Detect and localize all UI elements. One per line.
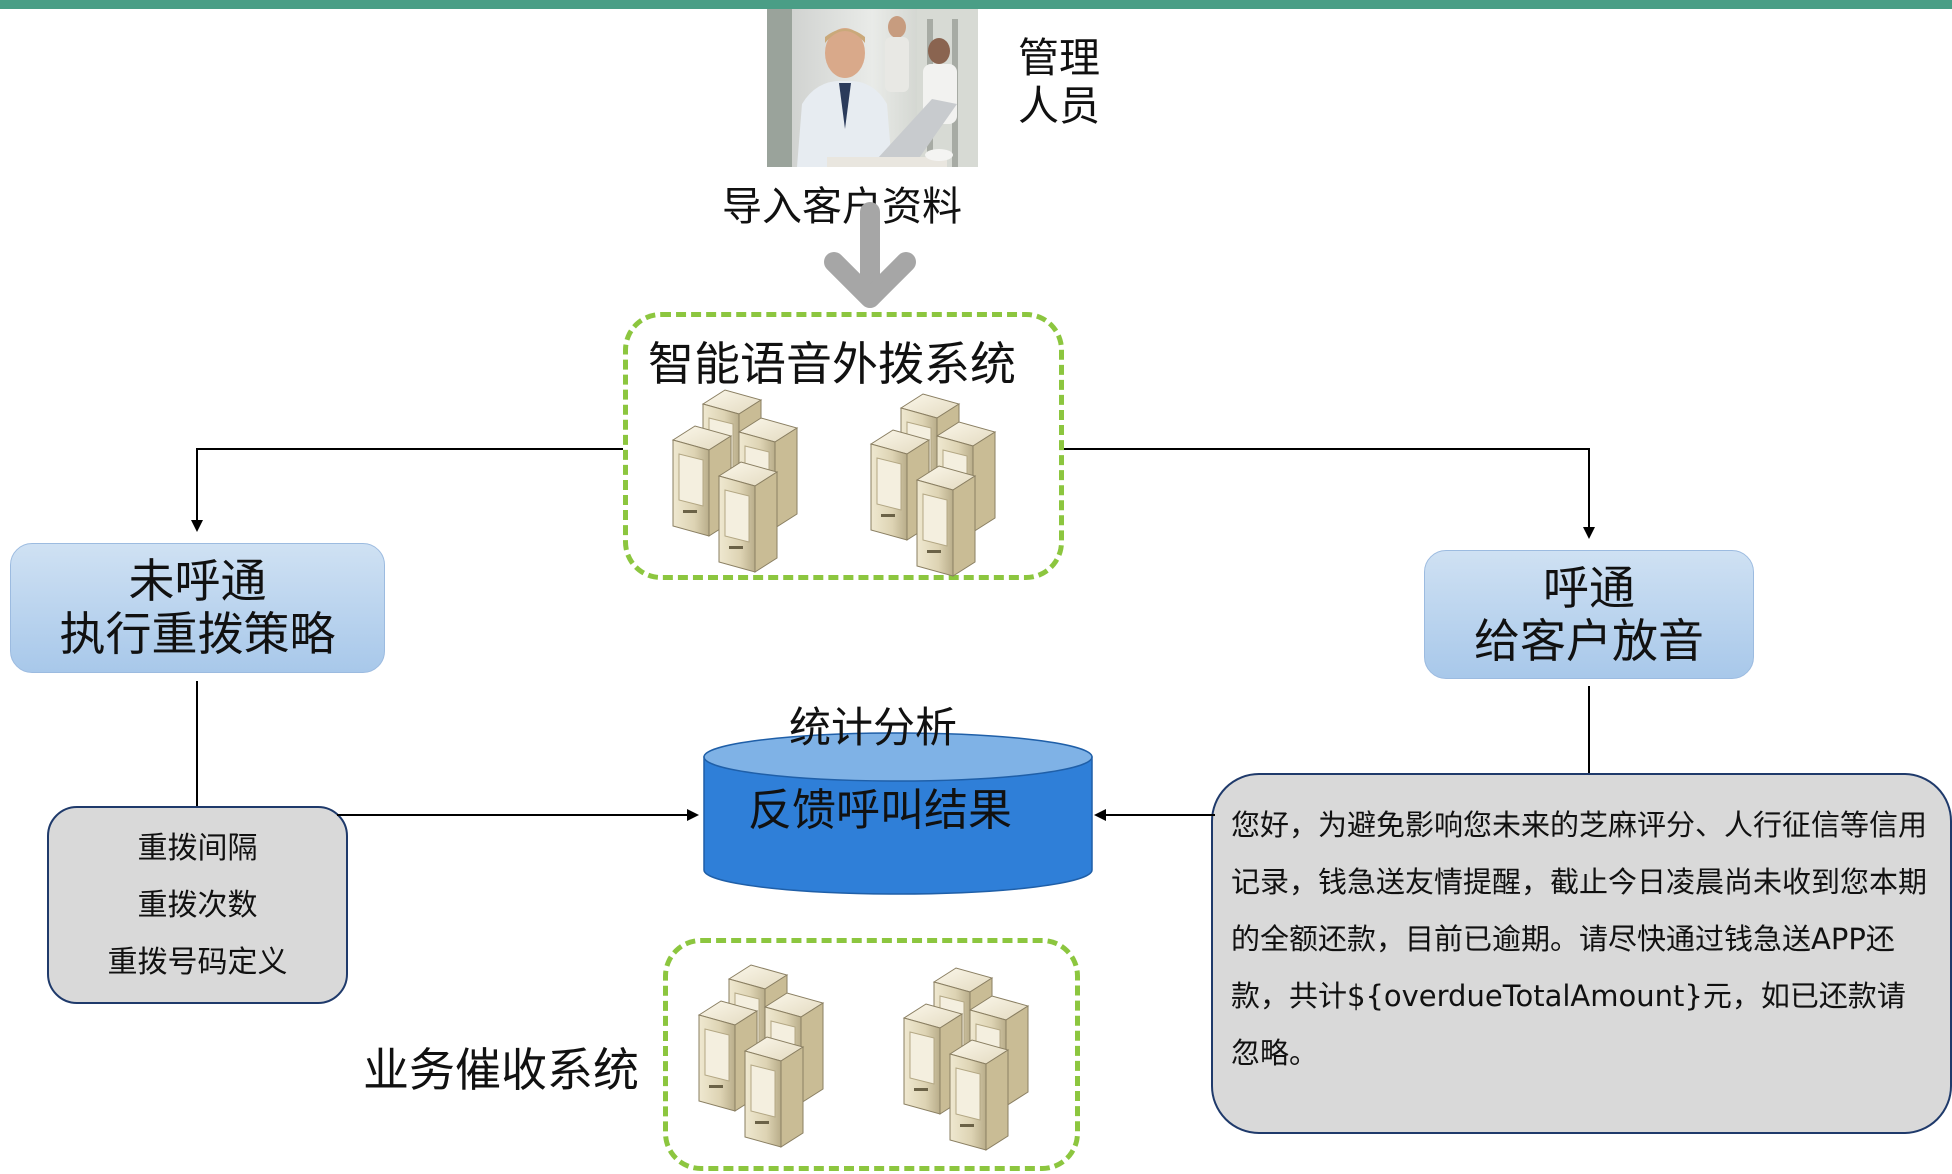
manager-photo xyxy=(767,9,978,167)
collection-system-box xyxy=(663,938,1080,1171)
top-accent-bar xyxy=(0,0,1952,9)
database-text: 反馈呼叫结果 xyxy=(748,785,1012,836)
voice-message-box: 您好，为避免影响您未来的芝麻评分、人行征信等信用记录，钱急送友情提醒，截止今日凌… xyxy=(1211,773,1952,1134)
import-arrow xyxy=(824,202,916,308)
retry-item: 重拨次数 xyxy=(137,887,258,923)
arrow-to-not-connected xyxy=(191,448,623,532)
retry-item: 重拨号码定义 xyxy=(107,944,288,980)
feedback-database xyxy=(703,732,1093,895)
voice-message-text: 您好，为避免影响您未来的芝麻评分、人行征信等信用记录，钱急送友情提醒，截止今日凌… xyxy=(1231,808,1928,1070)
server-cluster-icon xyxy=(699,965,823,1147)
server-cluster-icon xyxy=(871,394,995,576)
not-connected-line2: 执行重拨策略 xyxy=(59,607,336,661)
import-label: 导入客户资料 xyxy=(722,184,962,230)
server-cluster-icon xyxy=(904,968,1028,1150)
server-cluster-icon xyxy=(673,390,797,572)
stats-label: 统计分析 xyxy=(789,703,958,752)
arrow-to-connected xyxy=(1064,448,1595,539)
manager-label: 管理 人员 xyxy=(1018,34,1100,130)
retry-item: 重拨间隔 xyxy=(137,830,258,866)
connected-line2: 给客户放音 xyxy=(1474,613,1704,668)
voice-outbound-system-title: 智能语音外拨系统 xyxy=(648,337,1016,391)
connected-box: 呼通 给客户放音 xyxy=(1424,550,1754,679)
connected-line1: 呼通 xyxy=(1543,560,1635,615)
not-connected-box: 未呼通 执行重拨策略 xyxy=(10,543,385,673)
not-connected-line1: 未呼通 xyxy=(128,554,267,609)
voice-outbound-system-box xyxy=(623,312,1064,580)
collection-system-label: 业务催收系统 xyxy=(363,1043,639,1097)
retry-strategy-box: 重拨间隔 重拨次数 重拨号码定义 xyxy=(47,806,348,1004)
